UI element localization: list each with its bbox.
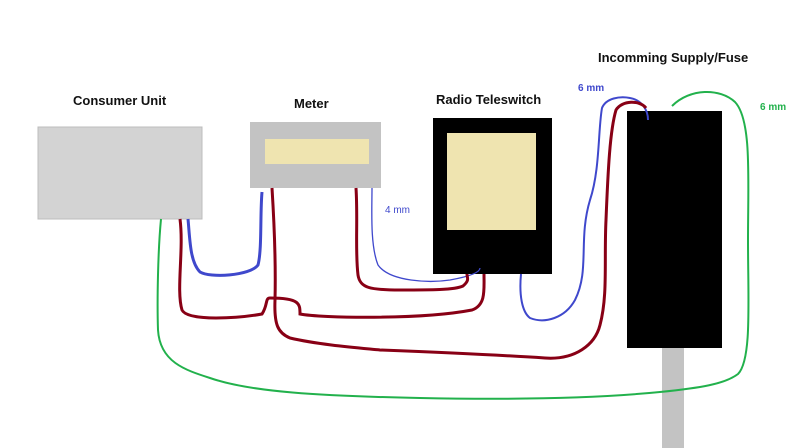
supply-fuse-box [627,111,722,348]
meter-label: Meter [294,96,329,111]
live-wire-cu-teleswitch [178,218,486,320]
teleswitch-label: Radio Teleswitch [436,92,541,107]
live-wire-meter-teleswitch [354,187,470,292]
live-wire-meter-supply [270,100,648,360]
supply-fuse-label: Incomming Supply/Fuse [598,50,748,65]
incoming-cable [662,348,684,448]
meter-display [265,139,369,164]
consumer-unit-label: Consumer Unit [73,93,167,108]
neutral-wire-meter-teleswitch [371,187,481,282]
four-mm-annotation: 4 mm [385,205,410,216]
teleswitch-panel [447,133,536,230]
earth-wire [156,90,750,400]
six-mm-annotation-blue: 6 mm [578,83,604,94]
consumer-unit-box [37,126,203,220]
six-mm-annotation-green: 6 mm [760,102,786,113]
neutral-wire-cu-meter [186,191,264,277]
neutral-wire-teleswitch-supply [519,96,649,322]
